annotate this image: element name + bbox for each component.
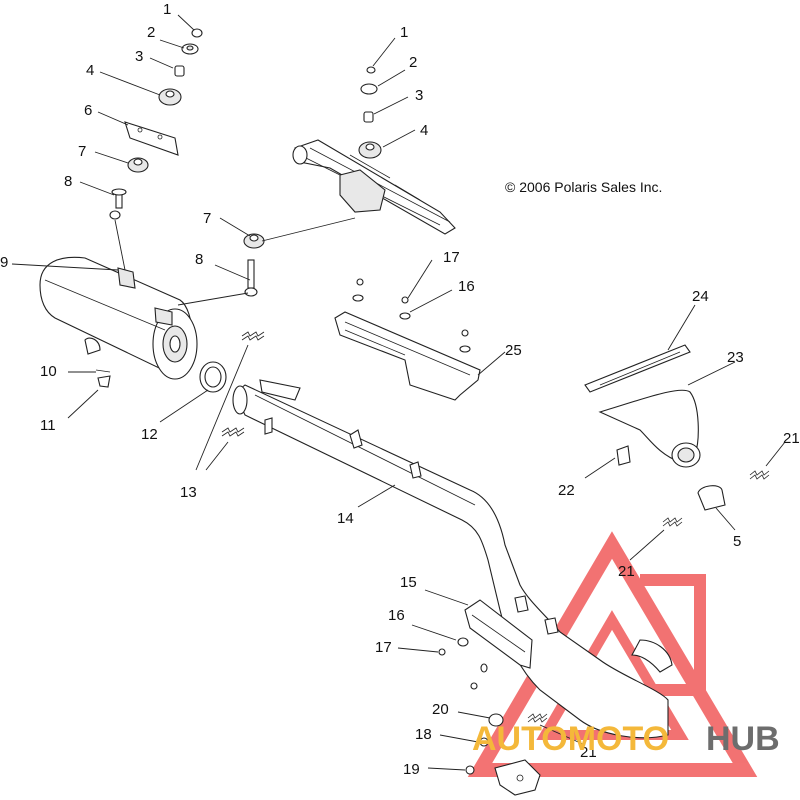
callout-11: 11 — [40, 417, 56, 434]
callout-19: 19 — [403, 761, 420, 778]
callout-12: 12 — [141, 426, 158, 443]
muffler — [39, 256, 227, 393]
callout-15: 15 — [400, 574, 417, 591]
callout-8: 8 — [195, 251, 203, 268]
callout-22: 22 — [558, 482, 575, 499]
callout-25: 25 — [505, 342, 522, 359]
heat-shield-15 — [438, 599, 533, 690]
callout-20: 20 — [432, 701, 449, 718]
leader-lines — [11, 14, 786, 771]
callout-labels: 1 2 3 4 6 7 8 1 2 3 4 7 8 9 10 11 12 13 … — [0, 1, 800, 778]
callout-18: 18 — [415, 726, 432, 743]
hardware-stack-left — [109, 28, 203, 220]
callout-16: 16 — [388, 607, 405, 624]
callout-2: 2 — [147, 24, 155, 41]
callout-17: 17 — [375, 639, 392, 656]
callout-1: 1 — [400, 24, 408, 41]
callout-10: 10 — [40, 363, 57, 380]
callout-1: 1 — [163, 1, 171, 18]
bottom-hardware — [465, 713, 548, 796]
frame-section — [292, 139, 456, 235]
callout-21: 21 — [618, 563, 635, 580]
callout-6: 6 — [84, 102, 92, 119]
callout-24: 24 — [692, 288, 709, 305]
callout-16: 16 — [458, 278, 475, 295]
callout-21: 21 — [580, 744, 597, 761]
hardware-stack-right — [243, 66, 382, 297]
callout-7: 7 — [78, 143, 86, 160]
callout-13: 13 — [180, 484, 197, 501]
callout-21: 21 — [783, 430, 800, 447]
callout-3: 3 — [135, 48, 143, 65]
watermark-part1: AUTOMOTO — [472, 720, 669, 758]
watermark-text: AUTOMOTO HUB — [472, 720, 780, 758]
callout-5: 5 — [733, 533, 741, 550]
callout-2: 2 — [409, 54, 417, 71]
exhaust-pipe-14 — [232, 379, 673, 739]
callout-3: 3 — [415, 87, 423, 104]
callout-14: 14 — [337, 510, 354, 527]
right-parts — [584, 344, 770, 527]
callout-8: 8 — [64, 173, 72, 190]
callout-9: 9 — [0, 254, 8, 271]
callout-4: 4 — [420, 122, 428, 139]
callout-7: 7 — [203, 210, 211, 227]
watermark-part2: HUB — [706, 720, 780, 758]
heat-shield-25 — [334, 278, 481, 401]
callout-23: 23 — [727, 349, 744, 366]
callout-4: 4 — [86, 62, 94, 79]
copyright-text: © 2006 Polaris Sales Inc. — [505, 179, 662, 195]
springs-13 — [221, 331, 265, 437]
callout-17: 17 — [443, 249, 460, 266]
